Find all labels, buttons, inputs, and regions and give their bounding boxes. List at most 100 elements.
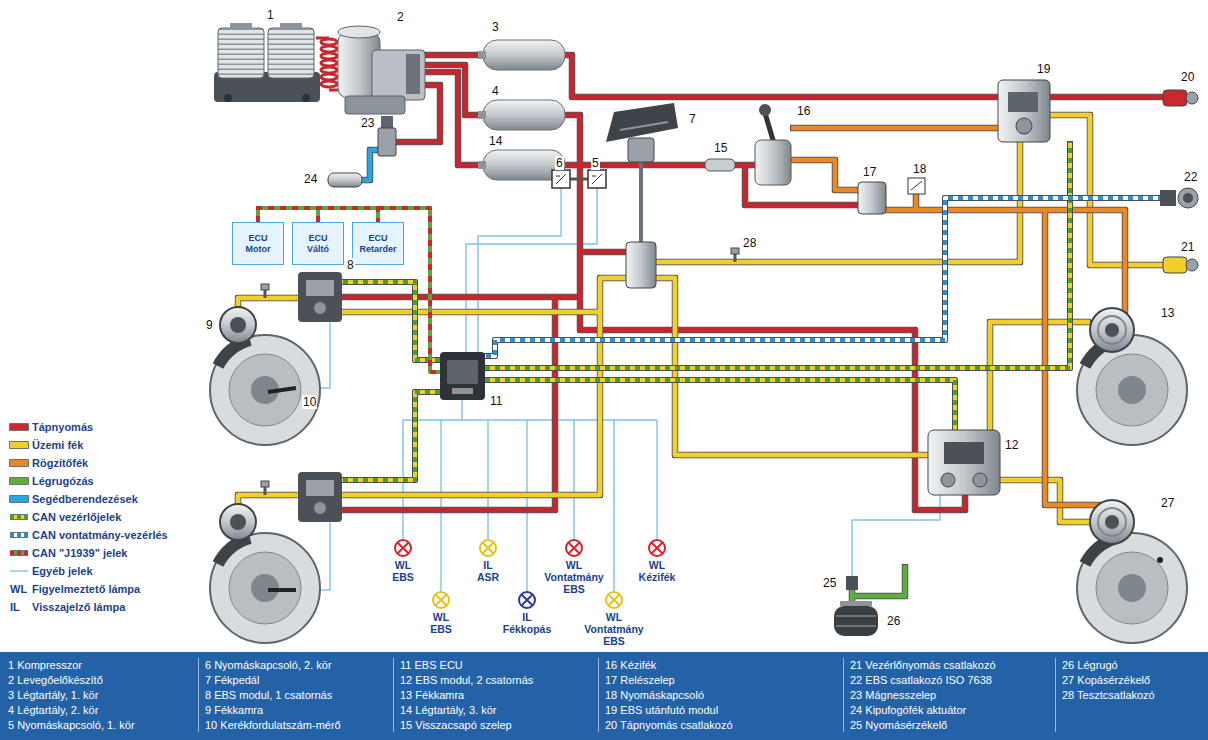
ebs-connector <box>1178 188 1198 208</box>
relay-valve <box>858 182 886 214</box>
parts-list-entry: 21 Vezérlőnyomás csatlakozó <box>850 658 996 672</box>
parts-list-entry: 9 Fékkamra <box>205 703 263 717</box>
ebs-module-dual <box>944 442 984 464</box>
hand-brake-valve <box>755 140 791 185</box>
brake-disc <box>1077 533 1187 643</box>
supply-coupling <box>1186 92 1198 104</box>
pressure-switch <box>556 174 566 184</box>
column-separator <box>598 658 599 732</box>
can-j1939-connector <box>258 208 318 222</box>
hand-brake-valve <box>755 104 791 185</box>
pressure-sensor <box>846 576 858 590</box>
parking-brake-pipes <box>791 126 998 131</box>
air-tank <box>478 100 565 130</box>
brake-pedal <box>639 160 643 244</box>
air-tank <box>478 51 486 59</box>
parts-list-entry: 23 Mágnesszelep <box>850 688 936 702</box>
legend-swatch <box>10 424 28 430</box>
ebs-module-dual <box>941 473 955 487</box>
brake-disc <box>1077 533 1187 643</box>
trailer-module <box>1016 118 1032 134</box>
compressor <box>214 23 320 102</box>
compressor <box>218 28 264 78</box>
legend-line-sample <box>10 515 28 519</box>
legend-text: Rögzítőfék <box>32 456 88 470</box>
callout-number: 21 <box>1180 240 1195 254</box>
air-suspension-pipe <box>852 565 905 602</box>
can-control-base <box>342 142 1070 480</box>
legend-text: CAN vontatmány-vezérlés <box>32 528 168 542</box>
legend-swatch <box>10 478 28 484</box>
parts-list-entry: 8 EBS modul, 1 csatornás <box>205 688 332 702</box>
air-processing-unit <box>372 50 425 100</box>
legend-item: CAN vezérlőjelek <box>10 510 200 524</box>
can-control-dash <box>485 380 955 430</box>
compressor-coil <box>321 53 337 59</box>
compressor-coil <box>321 46 337 52</box>
lamp-label: IL ASR <box>477 559 499 583</box>
warning-lamp <box>609 595 620 606</box>
parts-list-entry: 2 Levegőelőkészítő <box>8 673 103 687</box>
legend-text: Légrugózás <box>32 474 94 488</box>
air-tank <box>478 40 565 70</box>
parts-list-entry: 12 EBS modul, 2 csatornás <box>400 673 533 687</box>
can-j1939-connector <box>258 208 318 222</box>
legend-line-sample <box>10 513 28 521</box>
ebs-module-dual <box>928 430 1000 495</box>
brake-disc <box>1118 376 1146 404</box>
legend-text: Egyéb jelek <box>32 564 93 578</box>
legend-text: Üzemi fék <box>32 438 83 452</box>
indicator-lamp <box>519 592 535 608</box>
ecu-label: ECU Váltó <box>307 233 329 255</box>
callout-number: 11 <box>489 394 503 408</box>
air-tank <box>478 111 486 119</box>
brake-chamber <box>220 307 256 343</box>
legend-line-sample <box>10 514 28 520</box>
check-valve <box>705 159 735 171</box>
spring-brake-chamber <box>1105 323 1119 337</box>
compressor-coil <box>321 67 337 73</box>
parts-list-entry: 18 Nyomáskapcsoló <box>605 688 704 702</box>
legend-line-sample <box>10 531 28 539</box>
supply-pipes <box>565 55 1000 97</box>
legend-item: Figyelmeztető lámpa <box>10 582 200 596</box>
exhaust-brake-actuator <box>328 173 362 187</box>
ebs-module-dual <box>928 430 1000 495</box>
legend-item: Légrugózás <box>10 474 200 488</box>
callout-number: 18 <box>912 162 927 176</box>
legend-item: Üzemi fék <box>10 438 200 452</box>
signal-wires <box>478 188 561 352</box>
column-separator <box>393 658 394 732</box>
brake-chamber <box>230 514 246 530</box>
column-separator <box>1055 658 1056 732</box>
legend-line-sample <box>10 533 28 537</box>
spring-brake-chamber <box>1105 515 1119 529</box>
compressor-coil <box>321 81 337 87</box>
warning-lamp <box>652 543 663 554</box>
spring-brake-chamber <box>1090 308 1134 352</box>
can-trailer-line <box>485 198 1163 356</box>
compressor <box>280 23 302 29</box>
brake-disc <box>1096 552 1168 624</box>
air-processing-unit <box>338 26 425 114</box>
legend-abbreviation: IL <box>10 600 20 614</box>
test-connector <box>261 284 269 290</box>
pressure-switch <box>908 178 925 194</box>
parts-list-entry: 17 Relészelep <box>605 673 675 687</box>
ecu-box: ECU Váltó <box>292 222 344 265</box>
compressor-coil <box>321 39 337 45</box>
supply-pipes <box>1050 95 1165 100</box>
parts-list-entry: 3 Légtartály, 1. kör <box>8 688 98 702</box>
legend-line-sample <box>10 515 28 519</box>
callout-number: 5 <box>591 156 600 170</box>
signal-wires <box>298 188 940 592</box>
service-brake-pipes <box>990 322 1090 430</box>
callout-number: 23 <box>360 116 375 130</box>
legend-text: CAN vezérlőjelek <box>32 510 121 524</box>
pressure-switch <box>588 170 606 188</box>
auxiliary-pipe <box>362 150 378 180</box>
ebs-module-single <box>306 480 334 496</box>
ecu-box: ECU Retarder <box>352 222 404 265</box>
air-spring <box>834 601 878 636</box>
legend-item: Rögzítőfék <box>10 456 200 470</box>
